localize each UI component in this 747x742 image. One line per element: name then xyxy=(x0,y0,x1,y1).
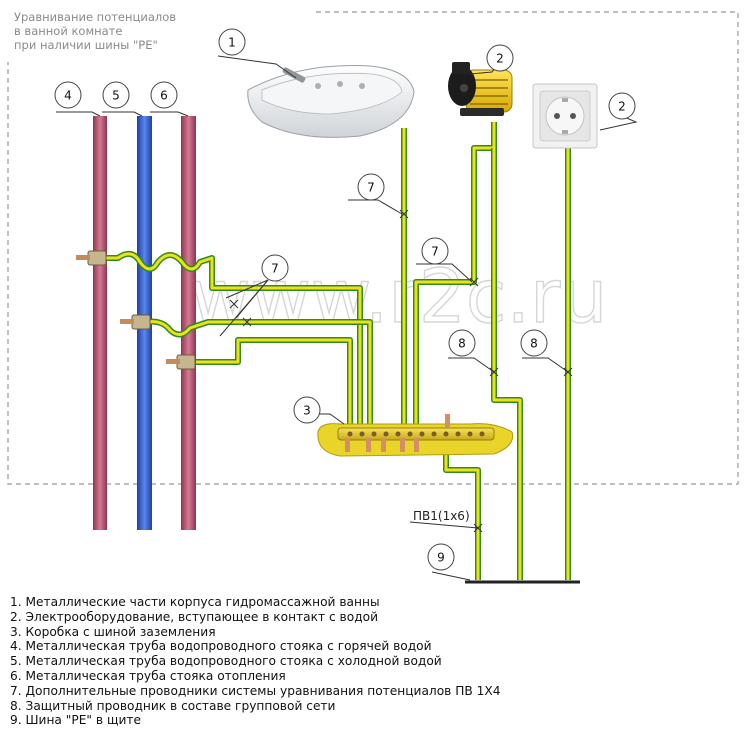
callout-protective-pump-number: 8 xyxy=(458,337,466,351)
callout-socket: 2 xyxy=(608,92,636,120)
grounding-box xyxy=(317,414,514,457)
callout-bath-number: 1 xyxy=(228,36,236,50)
legend-list: 1. Металлические части корпуса гидромасс… xyxy=(10,595,740,728)
callout-heating-pipe-number: 6 xyxy=(160,89,168,103)
callout-cold-pipe-number: 5 xyxy=(112,89,120,103)
hydromassage-bathtub xyxy=(247,65,415,138)
callout-bonding-left-number: 7 xyxy=(271,262,279,276)
title-line-2: в ванной комнате xyxy=(14,24,123,38)
legend-item: 7. Дополнительные проводники системы ура… xyxy=(10,683,501,698)
callout-pe-bus-number: 9 xyxy=(437,551,445,565)
callout-hot-pipe: 4 xyxy=(54,81,82,109)
legend-item: 3. Коробка с шиной заземления xyxy=(10,624,216,639)
legend-item: 5. Металлическая труба водопроводного ст… xyxy=(10,654,442,669)
legend-item: 1. Металлические части корпуса гидромасс… xyxy=(10,595,380,609)
callout-box: 3 xyxy=(293,396,321,424)
equipotential-bonding-diagram: www.r2c.ru xyxy=(7,11,739,584)
legend-item: 9. Шина "PE" в щите xyxy=(10,713,141,728)
pipe-clamps xyxy=(76,250,196,370)
callout-socket-number: 2 xyxy=(618,100,626,114)
callout-protective-socket: 8 xyxy=(520,329,548,357)
callout-pump-wire-number: 7 xyxy=(431,245,439,259)
watermark: www.r2c.ru xyxy=(190,254,607,340)
legend-item: 2. Электрооборудование, вступающее в кон… xyxy=(10,609,379,624)
callout-pe-bus: 9 xyxy=(427,543,455,571)
hot-water-pipe xyxy=(93,116,107,530)
heating-pipe xyxy=(181,116,196,530)
legend-item: 4. Металлическая труба водопроводного ст… xyxy=(10,639,432,654)
callout-bath-wire-number: 7 xyxy=(367,181,375,195)
diagram-title: Уравнивание потенциалов в ванной комнате… xyxy=(14,10,314,52)
callout-box-number: 3 xyxy=(303,404,311,418)
callout-heating-pipe: 6 xyxy=(150,81,178,109)
callout-bath: 1 xyxy=(218,28,246,56)
pump-bonding-conductor xyxy=(413,122,497,424)
callout-bath-wire: 7 xyxy=(357,173,385,201)
callout-protective-pump: 8 xyxy=(448,329,476,357)
pump xyxy=(448,62,513,116)
bonding-conductors-left xyxy=(100,250,373,424)
protective-conductors xyxy=(443,146,571,580)
wire-type-label: ПВ1(1х6) xyxy=(413,509,470,523)
socket xyxy=(532,83,598,149)
callout-bonding-left: 7 xyxy=(261,254,289,282)
legend-item: 6. Металлическая труба стояка отопления xyxy=(10,668,286,683)
callout-pump-number: 2 xyxy=(496,52,504,66)
title-line-1: Уравнивание потенциалов xyxy=(14,10,177,24)
callout-pump: 2 xyxy=(486,44,514,72)
legend-item: 8. Защитный проводник в составе группово… xyxy=(10,698,336,713)
callout-cold-pipe: 5 xyxy=(102,81,130,109)
callout-protective-socket-number: 8 xyxy=(530,337,538,351)
callout-hot-pipe-number: 4 xyxy=(64,89,72,103)
title-line-3: при наличии шины "PE" xyxy=(14,38,158,52)
bathroom-boundary xyxy=(7,11,739,485)
callout-pump-wire: 7 xyxy=(421,237,449,265)
